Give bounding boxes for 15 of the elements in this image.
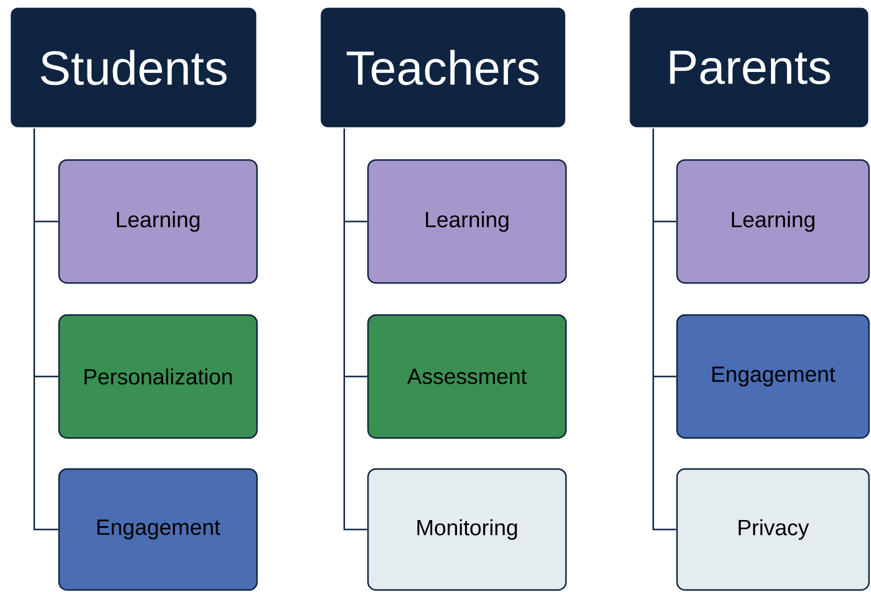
header-box: Teachers <box>319 6 567 129</box>
category-box: Learning <box>676 159 870 284</box>
connector-line <box>652 128 676 530</box>
category-box: Engagement <box>676 314 870 439</box>
header-box: Parents <box>628 6 870 129</box>
category-box: Privacy <box>676 468 870 591</box>
category-box: Learning <box>58 159 258 284</box>
category-box: Engagement <box>58 468 258 591</box>
category-box: Learning <box>367 159 567 284</box>
category-box: Personalization <box>58 314 258 439</box>
connector-line <box>34 128 58 530</box>
connector-line <box>344 128 368 530</box>
category-box: Monitoring <box>367 468 567 591</box>
header-box: Students <box>9 6 258 129</box>
category-box: Assessment <box>367 314 567 439</box>
